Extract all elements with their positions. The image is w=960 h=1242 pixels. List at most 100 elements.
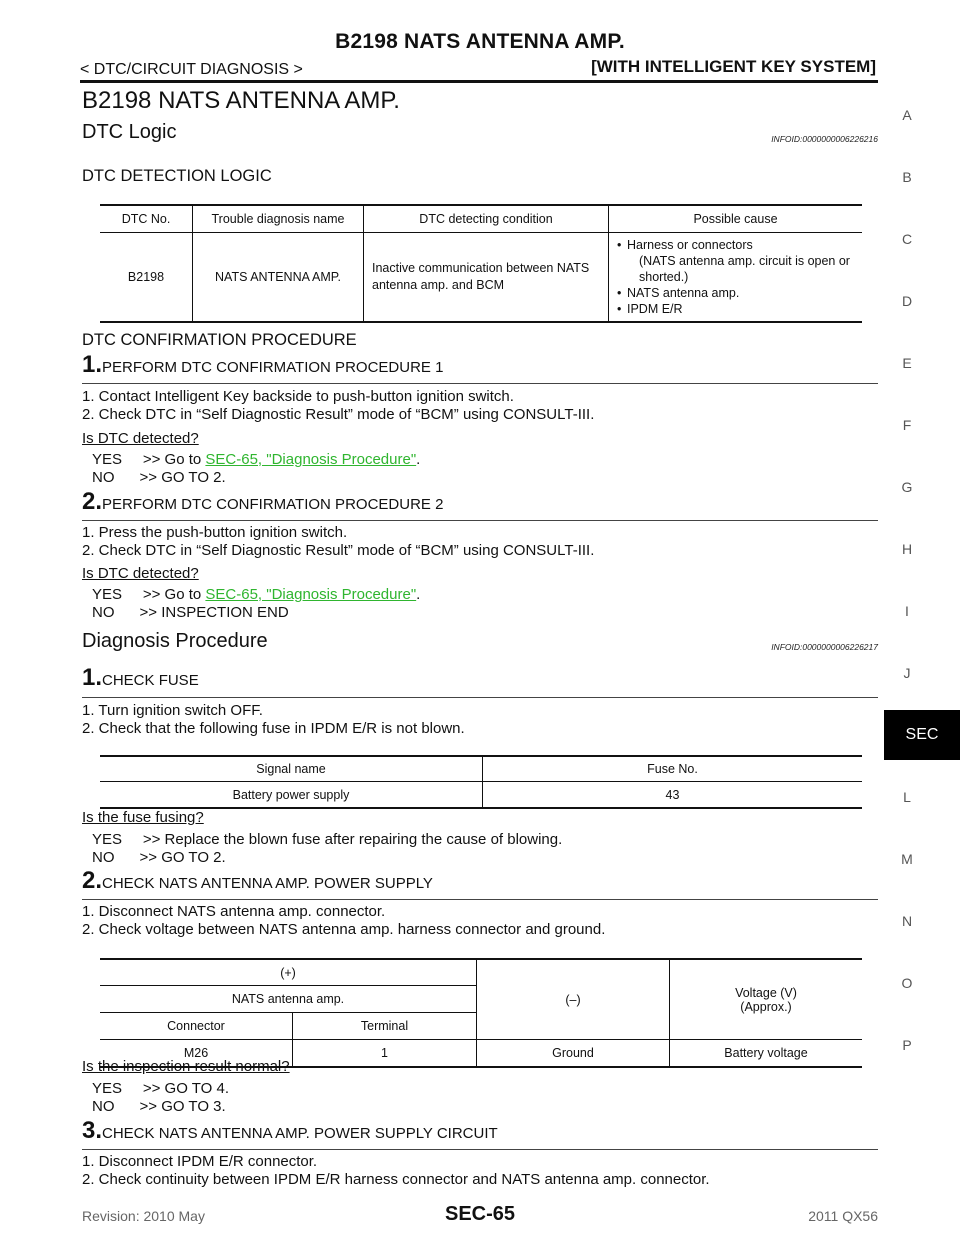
step-divider <box>82 697 878 698</box>
list-item: NATS antenna amp. <box>615 285 858 301</box>
diagnosis-procedure-heading: Diagnosis Procedure <box>82 630 268 652</box>
connector-header: Connector <box>100 1012 293 1040</box>
step-title: CHECK FUSE <box>102 672 199 689</box>
step-number: 2. <box>82 488 103 515</box>
approx-label: (Approx.) <box>740 999 792 1014</box>
side-index-n[interactable]: N <box>901 913 913 929</box>
cause-text: Harness or connectors <box>627 238 753 252</box>
fuse-table: Signal name Fuse No. Battery power suppl… <box>100 755 862 809</box>
side-index-p[interactable]: P <box>902 1037 912 1053</box>
yes-branch: YES >> Go to SEC-65, "Diagnosis Procedur… <box>92 586 420 603</box>
yes-branch: YES >> Go to SEC-65, "Diagnosis Procedur… <box>92 451 420 468</box>
step-divider <box>82 383 878 384</box>
side-index-sec-active[interactable]: SEC <box>884 710 960 760</box>
confirm-step-1-heading: 1.PERFORM DTC CONFIRMATION PROCEDURE 1 <box>82 351 443 379</box>
no-branch: NO >> INSPECTION END <box>92 604 289 621</box>
dtc-number-cell: B2198 <box>100 232 193 323</box>
step-title: CHECK NATS ANTENNA AMP. POWER SUPPLY <box>102 875 433 892</box>
side-index-c[interactable]: C <box>901 231 913 247</box>
table-row: M26 1 Ground Battery voltage <box>100 1039 862 1068</box>
trouble-name-cell: NATS ANTENNA AMP. <box>192 232 364 323</box>
instruction-line: 1. Disconnect IPDM E/R connector. <box>82 1153 318 1170</box>
page-number: SEC-65 <box>444 1203 516 1225</box>
fuse-number-cell: 43 <box>482 781 862 809</box>
side-index-a[interactable]: A <box>902 107 912 123</box>
header-divider <box>80 80 878 83</box>
instruction-line: 1. Contact Intelligent Key backside to p… <box>82 388 514 405</box>
diag-step-3-heading: 3.CHECK NATS ANTENNA AMP. POWER SUPPLY C… <box>82 1117 498 1145</box>
table-header: DTC detecting condition <box>363 204 609 233</box>
decision-question: Is the inspection result normal? <box>82 1058 290 1075</box>
side-index-b[interactable]: B <box>902 169 912 185</box>
page-title: B2198 NATS ANTENNA AMP. <box>335 30 625 53</box>
unit-header: NATS antenna amp. <box>100 985 477 1013</box>
diag-step-1-heading: 1.CHECK FUSE <box>82 664 199 692</box>
yes-suffix: . <box>416 586 421 603</box>
diagnosis-infoid: INFOID:0000000006226217 <box>771 642 878 652</box>
diag-step-2-heading: 2.CHECK NATS ANTENNA AMP. POWER SUPPLY <box>82 867 433 895</box>
no-branch: NO >> GO TO 2. <box>92 469 226 486</box>
dtc-confirmation-heading: DTC CONFIRMATION PROCEDURE <box>82 331 357 349</box>
yes-text: YES >> Go to <box>92 451 206 468</box>
voltage-cell: Battery voltage <box>669 1039 862 1068</box>
breadcrumb: < DTC/CIRCUIT DIAGNOSIS > <box>80 61 303 78</box>
yes-branch: YES >> GO TO 4. <box>92 1080 230 1097</box>
step-number: 1. <box>82 351 103 378</box>
yes-suffix: . <box>416 451 421 468</box>
decision-question: Is the fuse fusing? <box>82 809 204 826</box>
cause-subtext: (NATS antenna amp. circuit is open or sh… <box>639 254 850 284</box>
step-title: CHECK NATS ANTENNA AMP. POWER SUPPLY CIR… <box>102 1125 498 1142</box>
side-index-h[interactable]: H <box>901 541 913 557</box>
decision-question: Is DTC detected? <box>82 430 199 447</box>
step-divider <box>82 899 878 900</box>
step-title: PERFORM DTC CONFIRMATION PROCEDURE 2 <box>102 496 444 513</box>
side-index-i[interactable]: I <box>905 603 909 619</box>
voltage-header: Voltage (V) (Approx.) <box>669 958 862 1040</box>
step-number: 3. <box>82 1117 103 1144</box>
instruction-line: 2. Check voltage between NATS antenna am… <box>82 921 606 938</box>
side-index-g[interactable]: G <box>901 479 913 495</box>
instruction-line: 1. Turn ignition switch OFF. <box>82 702 263 719</box>
plus-header: (+) <box>100 958 477 986</box>
side-index-d[interactable]: D <box>901 293 913 309</box>
voltage-table: (+) (–) Voltage (V) (Approx.) NATS anten… <box>100 958 862 1068</box>
revision-label: Revision: 2010 May <box>82 1208 205 1224</box>
side-index-j[interactable]: J <box>903 665 911 681</box>
side-index-o[interactable]: O <box>901 975 913 991</box>
no-branch: NO >> GO TO 2. <box>92 849 226 866</box>
step-number: 2. <box>82 867 103 894</box>
system-label: [WITH INTELLIGENT KEY SYSTEM] <box>591 57 876 76</box>
connector-cell: M26 <box>100 1039 293 1068</box>
step-divider <box>82 1149 878 1150</box>
list-item: IPDM E/R <box>615 301 858 317</box>
step-number: 1. <box>82 664 103 691</box>
table-header: Trouble diagnosis name <box>192 204 364 233</box>
diagnosis-procedure-link[interactable]: SEC-65, "Diagnosis Procedure" <box>205 451 417 468</box>
side-index-f[interactable]: F <box>902 417 912 433</box>
side-index-l[interactable]: L <box>903 789 911 805</box>
cause-list: Harness or connectors (NATS antenna amp.… <box>615 237 858 317</box>
instruction-line: 1. Press the push-button ignition switch… <box>82 524 348 541</box>
step-title: PERFORM DTC CONFIRMATION PROCEDURE 1 <box>102 359 444 376</box>
table-header: Signal name <box>100 755 483 782</box>
instruction-line: 2. Check continuity between IPDM E/R har… <box>82 1171 710 1188</box>
instruction-line: 2. Check that the following fuse in IPDM… <box>82 720 465 737</box>
instruction-line: 1. Disconnect NATS antenna amp. connecto… <box>82 903 386 920</box>
side-index-e[interactable]: E <box>902 355 912 371</box>
model-label: 2011 QX56 <box>808 1208 878 1224</box>
confirm-step-2-heading: 2.PERFORM DTC CONFIRMATION PROCEDURE 2 <box>82 488 443 516</box>
table-header: Fuse No. <box>482 755 862 782</box>
diagnosis-procedure-link[interactable]: SEC-65, "Diagnosis Procedure" <box>205 586 417 603</box>
table-row: Battery power supply 43 <box>100 781 862 809</box>
terminal-cell: 1 <box>292 1039 477 1068</box>
dtc-detection-logic-heading: DTC DETECTION LOGIC <box>82 167 272 185</box>
table-header: DTC No. <box>100 204 193 233</box>
step-divider <box>82 520 878 521</box>
dtc-logic-infoid: INFOID:0000000006226216 <box>771 134 878 144</box>
decision-question: Is DTC detected? <box>82 565 199 582</box>
side-index-m[interactable]: M <box>901 851 913 867</box>
detecting-condition-cell: Inactive communication between NATS ante… <box>363 232 609 323</box>
no-branch: NO >> GO TO 3. <box>92 1098 226 1115</box>
instruction-line: 2. Check DTC in “Self Diagnostic Result”… <box>82 406 595 423</box>
yes-text: YES >> Go to <box>92 586 206 603</box>
